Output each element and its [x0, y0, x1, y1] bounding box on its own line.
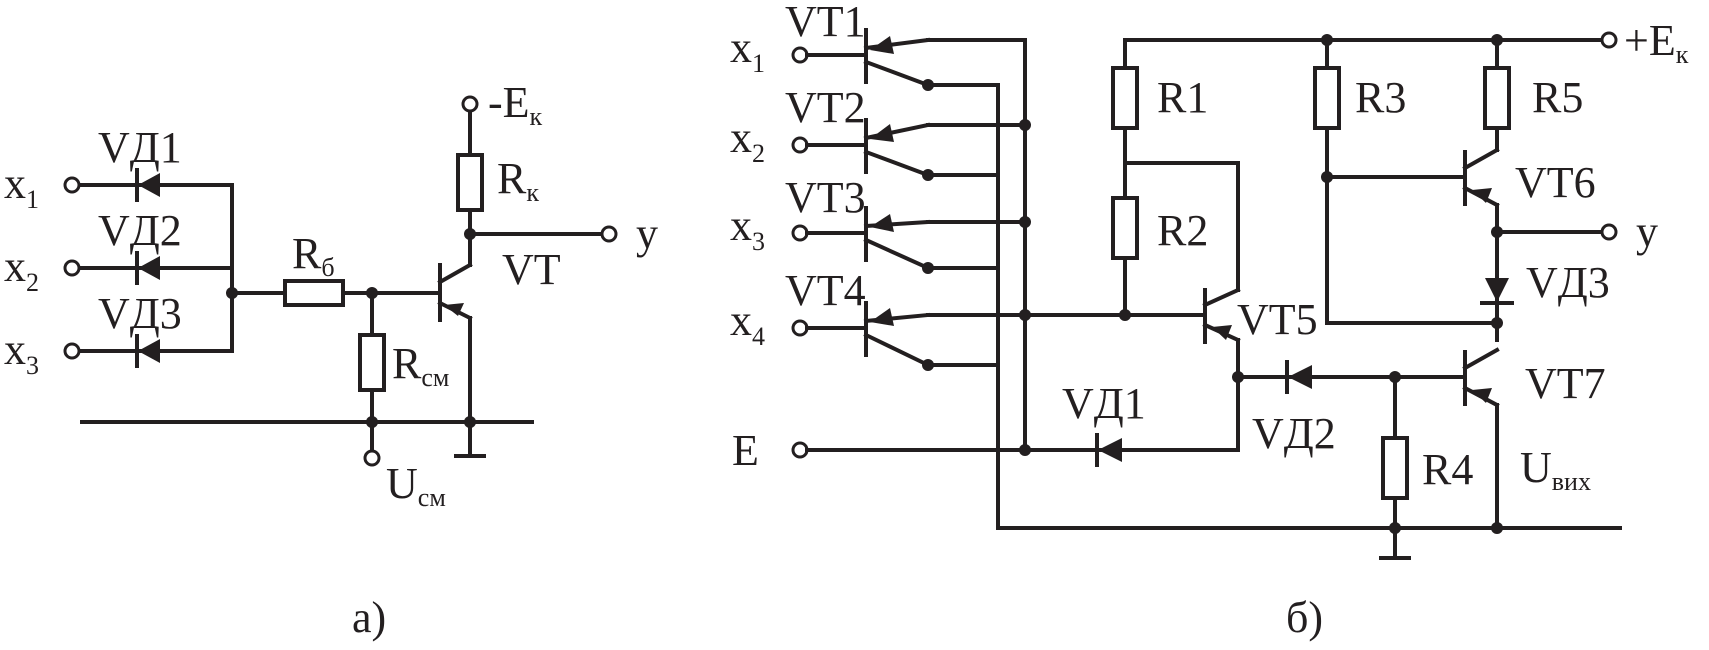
- label-rvd2: VД2: [1252, 409, 1336, 458]
- input-terminal-x3: [63, 342, 81, 360]
- diode-vd3: [135, 334, 160, 368]
- label-vd3: VД3: [98, 289, 182, 338]
- output-terminal-ry: [1600, 223, 1618, 241]
- resistor-r2: [1111, 196, 1139, 260]
- caption-b: б): [1286, 593, 1323, 642]
- label-r4: R4: [1422, 445, 1473, 494]
- transistor-vt3: [863, 206, 931, 271]
- circuit-a: x1 x2 x3 VД1 VД2 VД3 Rб Rсм Uсм Rк -Eк V…: [4, 78, 658, 642]
- label-vt3: VT3: [785, 173, 866, 222]
- label-r5: R5: [1532, 73, 1583, 122]
- label-supply-plus-ek: +Eк: [1624, 16, 1689, 69]
- label-vd2: VД2: [98, 206, 182, 255]
- transistor-vt2: [863, 118, 931, 178]
- label-rx4: x4: [730, 296, 765, 351]
- input-terminal-rx2: [791, 136, 809, 154]
- label-rsm: Rсм: [392, 339, 449, 392]
- input-terminal-x2: [63, 259, 81, 277]
- label-vt6: VT6: [1515, 158, 1596, 207]
- label-usm: Uсм: [386, 459, 446, 512]
- diode-vd1: [135, 168, 160, 202]
- label-e: E: [732, 426, 759, 475]
- label-rvd1: VД1: [1062, 379, 1146, 428]
- usm-terminal: [363, 449, 381, 467]
- supply-terminal-ek: [461, 95, 479, 113]
- label-x1: x1: [4, 159, 39, 214]
- caption-a: а): [352, 593, 386, 642]
- diode-rvd1: [1095, 433, 1122, 467]
- label-vt5: VT5: [1237, 295, 1318, 344]
- label-rx1: x1: [730, 23, 765, 78]
- output-terminal-y: [600, 225, 618, 243]
- transistor-vt: [437, 262, 473, 322]
- label-y-left: y: [636, 209, 658, 258]
- transistor-vt5: [1202, 287, 1241, 344]
- circuit-b: x1 x2 x3 x4 E VT1 VT2 VT3 VT4 R1 R2 R3 R…: [730, 0, 1689, 642]
- diode-rvd3: [1480, 278, 1514, 305]
- label-vt4: VT4: [785, 266, 866, 315]
- label-vd1: VД1: [98, 123, 182, 172]
- input-terminal-rx3: [791, 224, 809, 242]
- transistor-vt1: [863, 28, 931, 88]
- label-x3: x3: [4, 325, 39, 380]
- input-terminal-rx1: [791, 46, 809, 64]
- label-r1: R1: [1157, 73, 1208, 122]
- label-rk: Rк: [497, 154, 539, 207]
- input-terminal-e: [791, 441, 809, 459]
- resistor-rsm: [358, 333, 386, 392]
- resistor-rb: [283, 279, 345, 307]
- diode-vd2: [135, 251, 160, 285]
- label-rx3: x3: [730, 201, 765, 256]
- label-vt: VT: [502, 245, 561, 294]
- resistor-r3: [1313, 66, 1341, 130]
- label-r3: R3: [1355, 73, 1406, 122]
- resistor-rk: [456, 153, 484, 212]
- label-uout: Uвих: [1520, 443, 1591, 496]
- label-vt1: VT1: [785, 0, 866, 46]
- label-rb: Rб: [292, 229, 335, 282]
- resistor-r5: [1483, 66, 1511, 130]
- label-x2: x2: [4, 242, 39, 297]
- label-rx2: x2: [730, 113, 765, 168]
- input-terminal-x1: [63, 176, 81, 194]
- label-y-right: y: [1636, 207, 1658, 256]
- diode-rvd2: [1285, 360, 1312, 394]
- transistor-vt6: [1462, 147, 1500, 208]
- label-supply-ek: -Eк: [488, 78, 543, 131]
- resistor-r4: [1381, 436, 1409, 500]
- transistor-vt4: [863, 301, 931, 368]
- transistor-vt7: [1462, 347, 1500, 408]
- input-terminal-rx4: [791, 319, 809, 337]
- label-r2: R2: [1157, 206, 1208, 255]
- label-rvd3: VД3: [1526, 258, 1610, 307]
- label-vt2: VT2: [785, 83, 866, 132]
- supply-terminal-plus-ek: [1600, 31, 1618, 49]
- label-vt7: VT7: [1525, 359, 1606, 408]
- resistor-r1: [1111, 66, 1139, 130]
